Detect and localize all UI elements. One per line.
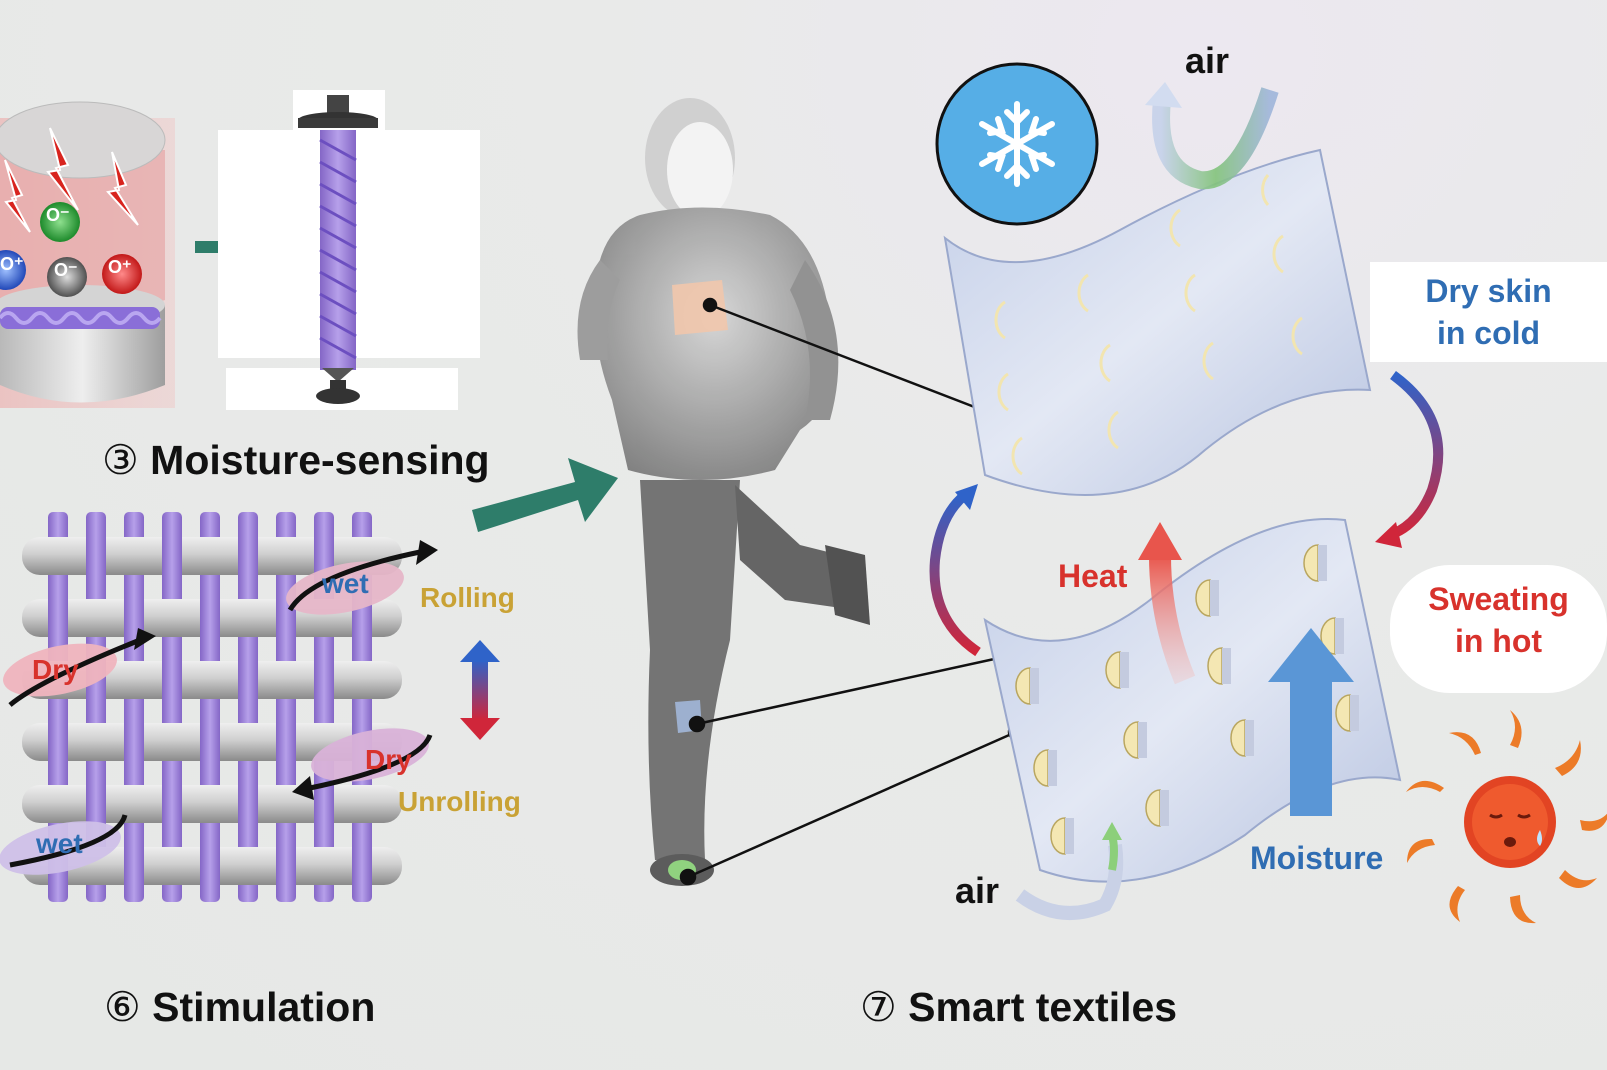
label-dry-right: Dry — [365, 744, 412, 775]
ion-green — [40, 202, 80, 242]
sheet-pores-closed — [1015, 544, 1359, 855]
ion-label-1: O⁻ — [46, 205, 70, 225]
air-arrow-bottom — [1015, 822, 1124, 920]
dry-skin-box — [1370, 262, 1607, 362]
leaf-dry-left — [3, 643, 117, 697]
ion-label-4: O⁺ — [108, 257, 132, 277]
textile-sheet-bottom — [983, 518, 1402, 883]
caption-text: Smart textiles — [908, 984, 1178, 1030]
label-wet-top: wet — [322, 568, 369, 599]
caption-text: Stimulation — [152, 984, 376, 1030]
ion-red — [102, 254, 142, 294]
label-moisture: Moisture — [1250, 840, 1384, 876]
chest-patch — [672, 280, 728, 335]
caption-number: ③ — [102, 436, 139, 484]
leaf-dry-right — [311, 728, 429, 782]
label-unrolling: Unrolling — [398, 786, 521, 817]
label-sweating: Sweating in hot — [1428, 581, 1569, 659]
fiber-layer — [0, 307, 162, 329]
ion-label-2: O⁺ — [0, 254, 24, 274]
lightning-icon — [4, 127, 139, 233]
caption-moisture-sensing: ③ Moisture-sensing — [102, 436, 490, 484]
label-wet-bottom: wet — [36, 828, 83, 859]
weave-fabric — [0, 512, 500, 902]
sensing-device — [0, 101, 175, 408]
label-air-bottom: air — [955, 870, 1000, 911]
air-arrow-top — [1145, 82, 1279, 190]
moisture-arrow-icon — [1268, 628, 1354, 816]
label-air-top: air — [1185, 40, 1230, 81]
sheet-pores-open — [994, 173, 1303, 476]
cycle-arrow-right — [1375, 370, 1444, 548]
label-dry-skin: Dry skin in cold — [1425, 273, 1552, 351]
runner-figure — [577, 98, 870, 886]
cycle-arrow-left — [929, 484, 981, 657]
label-heat: Heat — [1058, 558, 1128, 594]
caption-text: Moisture-sensing — [150, 437, 490, 483]
caption-smart-textiles: ⑦ Smart textiles — [860, 983, 1177, 1031]
label-dry-left: Dry — [32, 654, 79, 685]
caption-stimulation: ⑥ Stimulation — [104, 983, 375, 1031]
twisted-fiber-panel — [218, 90, 480, 410]
snowflake-icon — [935, 62, 1099, 226]
sun-icon — [1406, 710, 1607, 924]
sweating-box — [1390, 565, 1607, 693]
label-rolling: Rolling — [420, 582, 515, 613]
double-arrow-icon — [460, 640, 500, 740]
ion-label-3: O⁻ — [54, 260, 78, 280]
ion-blue — [0, 250, 26, 290]
ion-grey — [47, 257, 87, 297]
arrow-icon-large — [472, 458, 618, 532]
textile-sheet-top — [943, 148, 1372, 496]
leaf-wet-top — [286, 561, 404, 615]
caption-number: ⑥ — [104, 983, 141, 1031]
caption-number: ⑦ — [860, 983, 897, 1031]
heat-arrow-icon — [1138, 522, 1196, 685]
